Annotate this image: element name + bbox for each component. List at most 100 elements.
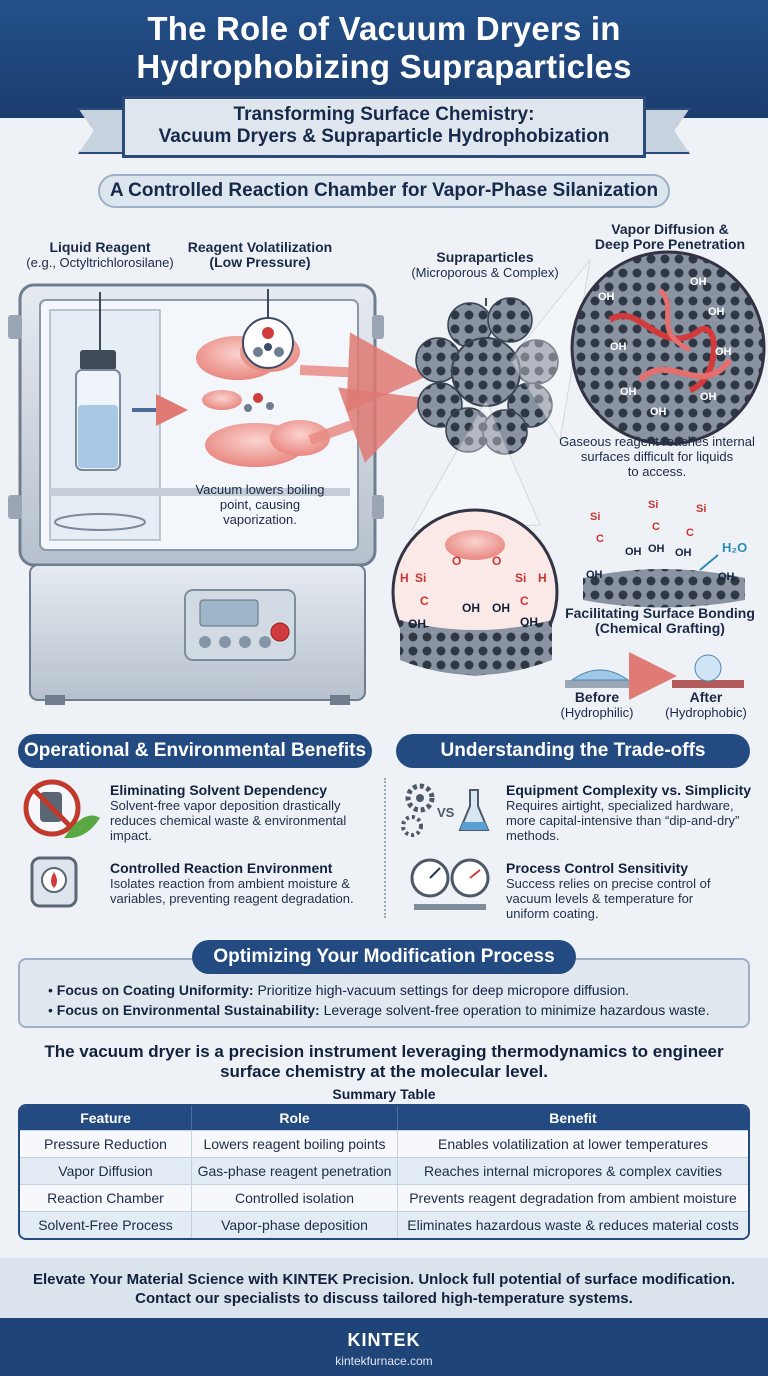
optimize-item-bold: Focus on Coating Uniformity: xyxy=(56,982,254,998)
oh-label: OH xyxy=(620,386,637,398)
bonding-line-2: (Chemical Grafting) xyxy=(595,620,725,636)
oh-label: OH xyxy=(700,391,717,403)
process-illustration: OH OH OH OH OH OH OH OH Si Si H H O O C … xyxy=(8,250,766,705)
tradeoff-text-control: Success relies on precise control of vac… xyxy=(506,876,762,921)
si-label: Si xyxy=(590,511,600,523)
vacuum-note-line-3: vaporization. xyxy=(223,512,297,527)
oh-label: OH xyxy=(648,543,665,555)
footer xyxy=(0,1318,768,1376)
c-label: C xyxy=(596,533,604,545)
table-row: Reaction Chamber Controlled isolation Pr… xyxy=(20,1184,748,1211)
supraparticles-title: Supraparticles xyxy=(436,249,534,265)
cta-line-1: Elevate Your Material Science with KINTE… xyxy=(32,1271,736,1288)
before-label: Before (Hydrophilic) xyxy=(552,690,642,721)
optimize-item-sustainability: • Focus on Environmental Sustainability:… xyxy=(48,1002,710,1018)
closing-statement: The vacuum dryer is a precision instrume… xyxy=(40,1042,728,1082)
page-title: The Role of Vacuum Dryers in Hydrophobiz… xyxy=(0,10,768,86)
bonding-label: Facilitating Surface Bonding (Chemical G… xyxy=(560,606,760,636)
chamber-banner: A Controlled Reaction Chamber for Vapor-… xyxy=(98,174,670,208)
cta-line-2: Contact our specialists to discuss tailo… xyxy=(135,1290,633,1307)
si-label: Si xyxy=(515,571,526,585)
grafted-surface: Si Si Si C C C OH OH OH OH OH H₂O xyxy=(583,499,747,608)
after-sub: (Hydrophobic) xyxy=(665,705,747,720)
table-cell: Vapor Diffusion xyxy=(20,1157,192,1184)
oh-label: OH xyxy=(408,617,426,631)
table-row: Solvent-Free Process Vapor-phase deposit… xyxy=(20,1211,748,1238)
optimize-item-uniformity: • Focus on Coating Uniformity: Prioritiz… xyxy=(48,982,630,998)
gaseous-note: Gaseous reagent reaches internal surface… xyxy=(548,434,766,479)
tradeoff-text-line: Success relies on precise control of xyxy=(506,876,711,891)
subtitle-text: Transforming Surface Chemistry: Vacuum D… xyxy=(122,104,646,148)
si-label: Si xyxy=(696,503,706,515)
supraparticles-sub: (Microporous & Complex) xyxy=(411,265,559,280)
benefit-text-solvent: Solvent-free vapor deposition drasticall… xyxy=(110,798,378,843)
oh-label: OH xyxy=(675,547,692,559)
before-after-droplets xyxy=(565,652,744,700)
c-label: C xyxy=(420,594,429,608)
tradeoff-text-line: vacuum levels & temperature for xyxy=(506,891,694,906)
title-line-1: The Role of Vacuum Dryers in xyxy=(147,10,621,47)
table-cell: Reaction Chamber xyxy=(20,1184,192,1211)
table-cell: Reaches internal micropores & complex ca… xyxy=(398,1157,748,1184)
oh-label: OH xyxy=(690,276,707,288)
vacuum-note-line-2: point, causing xyxy=(219,497,301,512)
benefit-text-line: Solvent-free vapor deposition drasticall… xyxy=(110,798,341,813)
tradeoff-title-complexity: Equipment Complexity vs. Simplicity xyxy=(506,782,752,798)
oh-label: OH xyxy=(718,571,735,583)
h-label: H xyxy=(400,571,409,585)
oh-label: OH xyxy=(586,569,603,581)
tradeoffs-heading: Understanding the Trade-offs xyxy=(396,734,750,768)
h-label: H xyxy=(538,571,547,585)
table-cell: Lowers reagent boiling points xyxy=(192,1130,398,1157)
vapor-diffusion-line-1: Vapor Diffusion & xyxy=(611,221,729,237)
table-caption: Summary Table xyxy=(332,1086,436,1102)
oh-label: OH xyxy=(650,406,667,418)
vapor-diffusion-label: Vapor Diffusion & Deep Pore Penetration xyxy=(585,222,755,252)
tradeoff-text-line: more capital-intensive than “dip-and-dry… xyxy=(506,813,740,828)
bonding-magnification: Si Si H H O O C C OH OH OH OH xyxy=(391,508,559,676)
closing-line-1: The vacuum dryer is a precision instrume… xyxy=(44,1042,724,1061)
tradeoff-text-line: methods. xyxy=(506,828,560,843)
oh-label: OH xyxy=(708,306,725,318)
summary-table: Feature Role Benefit Pressure Reduction … xyxy=(18,1104,750,1240)
benefit-text-line: Isolates reaction from ambient moisture … xyxy=(110,876,350,891)
oh-label: OH xyxy=(520,615,538,629)
table-cell: Gas-phase reagent penetration xyxy=(192,1157,398,1184)
subtitle-ribbon xyxy=(122,96,646,158)
cta-text: Elevate Your Material Science with KINTE… xyxy=(0,1270,768,1308)
o-label: O xyxy=(492,554,501,568)
benefit-text-controlled: Isolates reaction from ambient moisture … xyxy=(110,876,378,906)
optimize-item-text: Leverage solvent-free operation to minim… xyxy=(319,1002,710,1018)
o-label: O xyxy=(452,554,461,568)
no-solvent-icon xyxy=(23,779,100,839)
supraparticles-label: Supraparticles (Microporous & Complex) xyxy=(400,249,570,281)
vs-label: VS xyxy=(437,805,455,820)
tradeoff-text-line: Requires airtight, specialized hardware, xyxy=(506,798,734,813)
liquid-reagent-title: Liquid Reagent xyxy=(49,239,151,255)
volatilization-line-2: (Low Pressure) xyxy=(209,254,311,270)
c-label: C xyxy=(520,594,529,608)
gaseous-line-3: to access. xyxy=(627,464,687,479)
table-cell: Vapor-phase deposition xyxy=(192,1211,398,1238)
volatilization-label: Reagent Volatilization (Low Pressure) xyxy=(180,240,340,270)
oh-label: OH xyxy=(598,291,615,303)
table-header: Benefit xyxy=(398,1106,748,1130)
subtitle-line-2: Vacuum Dryers & Supraparticle Hydrophobi… xyxy=(158,126,610,147)
table-cell: Enables volatilization at lower temperat… xyxy=(398,1130,748,1157)
safe-chamber-icon xyxy=(30,856,78,908)
title-line-2: Hydrophobizing Supraparticles xyxy=(136,48,632,85)
table-cell: Prevents reagent degradation from ambien… xyxy=(398,1184,748,1211)
oh-label: OH xyxy=(492,601,510,615)
before-sub: (Hydrophilic) xyxy=(560,705,634,720)
table-header: Feature xyxy=(20,1106,192,1130)
cta-band xyxy=(0,1258,768,1318)
gaseous-line-1: Gaseous reagent reaches internal xyxy=(559,434,755,449)
benefit-title-solvent: Eliminating Solvent Dependency xyxy=(110,782,328,798)
benefits-heading: Operational & Environmental Benefits xyxy=(18,734,372,768)
website-link[interactable]: kintekfurnace.com xyxy=(335,1354,433,1368)
table-row: Pressure Reduction Lowers reagent boilin… xyxy=(20,1130,748,1157)
si-label: Si xyxy=(415,571,426,585)
optimize-item-bold: Focus on Environmental Sustainability: xyxy=(56,1002,320,1018)
table-cell: Solvent-Free Process xyxy=(20,1211,192,1238)
table-header-row: Feature Role Benefit xyxy=(20,1106,748,1130)
